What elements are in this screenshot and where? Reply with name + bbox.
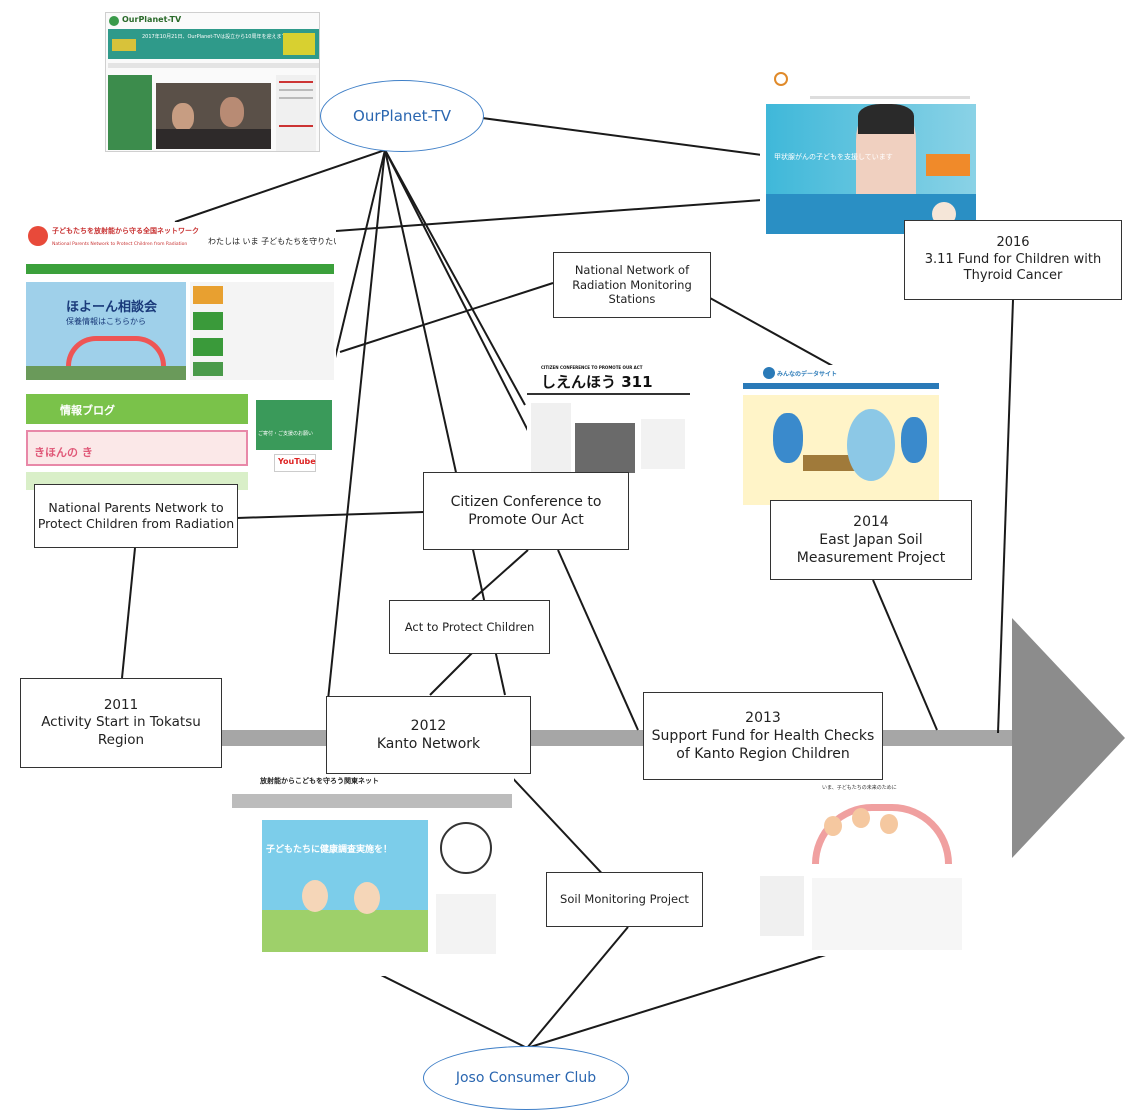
- act-protect-children-node: Act to Protect Children: [389, 600, 550, 654]
- soil-monitoring-node: Soil Monitoring Project: [546, 872, 703, 927]
- parents-network-website-screenshot: 子どもたちを放射能から守る全国ネットワーク National Parents N…: [26, 222, 336, 382]
- health-2013-node: 2013 Support Fund for Health Checks of K…: [643, 692, 883, 780]
- kanto-title: 放射能からこどもを守ろう関東ネット: [260, 777, 379, 785]
- parents-blog-banner: 情報ブログ: [26, 394, 248, 424]
- kanto-banner: 子どもたちに健康調査実施を！: [262, 820, 428, 952]
- fund-banner: 甲状腺がんの子どもを支援しています: [766, 104, 976, 194]
- parents-logo-icon: [28, 226, 48, 246]
- citizen-header: CITIZEN CONFERENCE TO PROMOTE OUR ACT: [541, 365, 643, 370]
- parents-donate-banner: ご寄付・ご支援のお願い: [256, 400, 332, 450]
- parents-slogan: わたしは いま 子どもたちを守りたい。: [208, 237, 336, 246]
- activity-2011-node: 2011 Activity Start in Tokatsu Region: [20, 678, 222, 768]
- health-banner: いま、子どもたちの未来のために: [822, 785, 897, 791]
- radiation-monitoring-node: National Network of Radiation Monitoring…: [553, 252, 711, 318]
- soil-logo-icon: [763, 367, 775, 379]
- youtube-icon: YouTube: [274, 454, 316, 472]
- parents-network-lower-screenshot: 情報ブログ きほんの き ご寄付・ご支援のお願い YouTube: [26, 394, 336, 492]
- kanto-2012-node: 2012 Kanto Network: [326, 696, 531, 774]
- kanto-network-website-screenshot: 放射能からこどもを守ろう関東ネット 子どもたちに健康調査実施を！: [232, 774, 514, 976]
- soil-2014-node: 2014 East Japan Soil Measurement Project: [770, 500, 972, 580]
- ourplanet-logo: OurPlanet-TV: [122, 15, 182, 24]
- ourplanet-banner: 2017年10月21日、OurPlanet-TVは設立から10周年を迎えます: [108, 29, 319, 59]
- citizen-conference-website-screenshot: CITIZEN CONFERENCE TO PROMOTE OUR ACT しえ…: [527, 363, 690, 485]
- health-check-website-screenshot: いま、子どもたちの未来のために: [756, 780, 968, 956]
- soil-measurement-website-screenshot: みんなのデータサイト: [743, 365, 939, 507]
- soil-logo: みんなのデータサイト: [777, 371, 838, 378]
- parents-subtitle: National Parents Network to Protect Chil…: [52, 242, 188, 247]
- parents-kihon-banner: きほんの き: [26, 430, 248, 466]
- parents-title: 子どもたちを放射能から守る全国ネットワーク: [52, 227, 199, 235]
- timeline-arrow-head: [1012, 618, 1125, 858]
- fund-logo-icon: [774, 72, 788, 86]
- thyroid-fund-website-screenshot: 甲状腺がんの子どもを支援しています: [760, 68, 978, 235]
- joso-consumer-club-node: Joso Consumer Club: [423, 1046, 629, 1110]
- citizen-conference-node: Citizen Conference to Promote Our Act: [423, 472, 629, 550]
- parents-network-node: National Parents Network to Protect Chil…: [34, 484, 238, 548]
- parents-hoyo-banner: ほよーん相談会 保養情報はこちらから: [26, 282, 186, 380]
- fund-2016-node: 2016 3.11 Fund for Children with Thyroid…: [904, 220, 1122, 300]
- ourplanet-website-screenshot: OurPlanet-TV 2017年10月21日、OurPlanet-TVは設立…: [105, 12, 320, 152]
- connector-lines: [121, 117, 1014, 1049]
- ourplanet-tv-node: OurPlanet-TV: [320, 80, 484, 152]
- ourplanet-logo-icon: [109, 16, 119, 26]
- citizen-title: しえんほう 311: [541, 373, 653, 391]
